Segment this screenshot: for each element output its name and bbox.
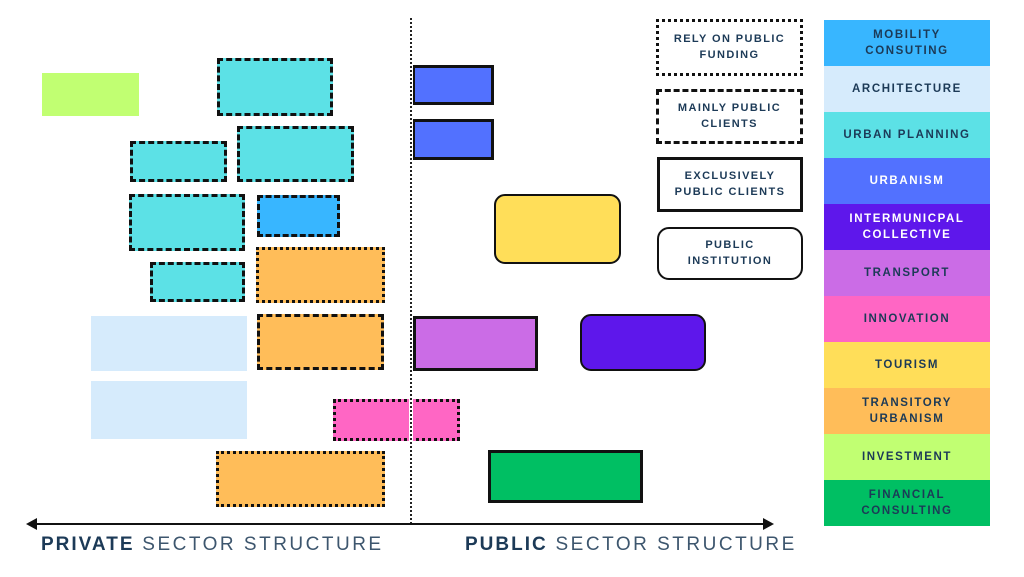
legend-mainly-public-clients: MAINLY PUBLIC CLIENTS [656, 89, 803, 144]
axis-arrow-left-icon [26, 518, 37, 530]
axis-arrow-right-icon [763, 518, 774, 530]
sidebar-item-transport: TRANSPORT [824, 250, 990, 296]
sidebar-item-intermunicpal-collective: INTERMUNICPAL COLLECTIVE [824, 204, 990, 250]
legend-public-institution: PUBLIC INSTITUTION [657, 227, 803, 280]
private-sector-label: PRIVATE SECTOR STRUCTURE [41, 534, 384, 556]
sidebar-item-urbanism: URBANISM [824, 158, 990, 204]
box-urban-planning [150, 262, 245, 302]
box-transitory-urbanism [256, 247, 385, 303]
box-transitory-urbanism [257, 314, 384, 370]
legend-rely-on-public-funding: RELY ON PUBLIC FUNDING [656, 19, 803, 76]
sidebar-item-innovation: INNOVATION [824, 296, 990, 342]
sidebar-item-investment: INVESTMENT [824, 434, 990, 480]
public-sector-label: PUBLIC SECTOR STRUCTURE [465, 534, 797, 556]
public-sector-label-bold: PUBLIC [465, 534, 548, 555]
legend-exclusively-public-clients: EXCLUSIVELY PUBLIC CLIENTS [657, 157, 803, 212]
sidebar-item-urban-planning: URBAN PLANNING [824, 112, 990, 158]
box-urban-planning [129, 194, 245, 251]
box-urban-planning [130, 141, 227, 182]
sidebar-item-financial-consulting: FINANCIAL CONSULTING [824, 480, 990, 526]
box-urban-planning [217, 58, 333, 116]
box-transport [413, 316, 538, 371]
sidebar-item-mobility-consuting: MOBILITY CONSUTING [824, 20, 990, 66]
box-tourism [494, 194, 621, 264]
private-sector-label-bold: PRIVATE [41, 534, 135, 555]
sidebar-item-transitory-urbanism: TRANSITORY URBANISM [824, 388, 990, 434]
box-transitory-urbanism [216, 451, 385, 507]
box-architecture [91, 381, 247, 439]
box-architecture [91, 316, 247, 371]
sector-divider-line [410, 18, 412, 524]
public-sector-label-rest: SECTOR STRUCTURE [547, 534, 797, 555]
sidebar-item-architecture: ARCHITECTURE [824, 66, 990, 112]
box-urban-planning [237, 126, 354, 182]
box-intermunicpal-collective [580, 314, 706, 371]
box-innovation [333, 399, 460, 441]
axis-line [33, 523, 766, 525]
sidebar-item-tourism: TOURISM [824, 342, 990, 388]
box-mobility-consuting [257, 195, 340, 237]
box-financial-consulting [488, 450, 643, 503]
box-urbanism [412, 119, 494, 160]
box-urbanism [412, 65, 494, 105]
box-investment [42, 73, 139, 116]
private-sector-label-rest: SECTOR STRUCTURE [134, 534, 384, 555]
